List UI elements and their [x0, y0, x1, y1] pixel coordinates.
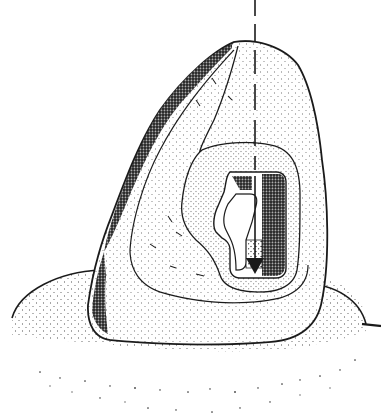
lower-stipple-dots: [39, 359, 356, 413]
